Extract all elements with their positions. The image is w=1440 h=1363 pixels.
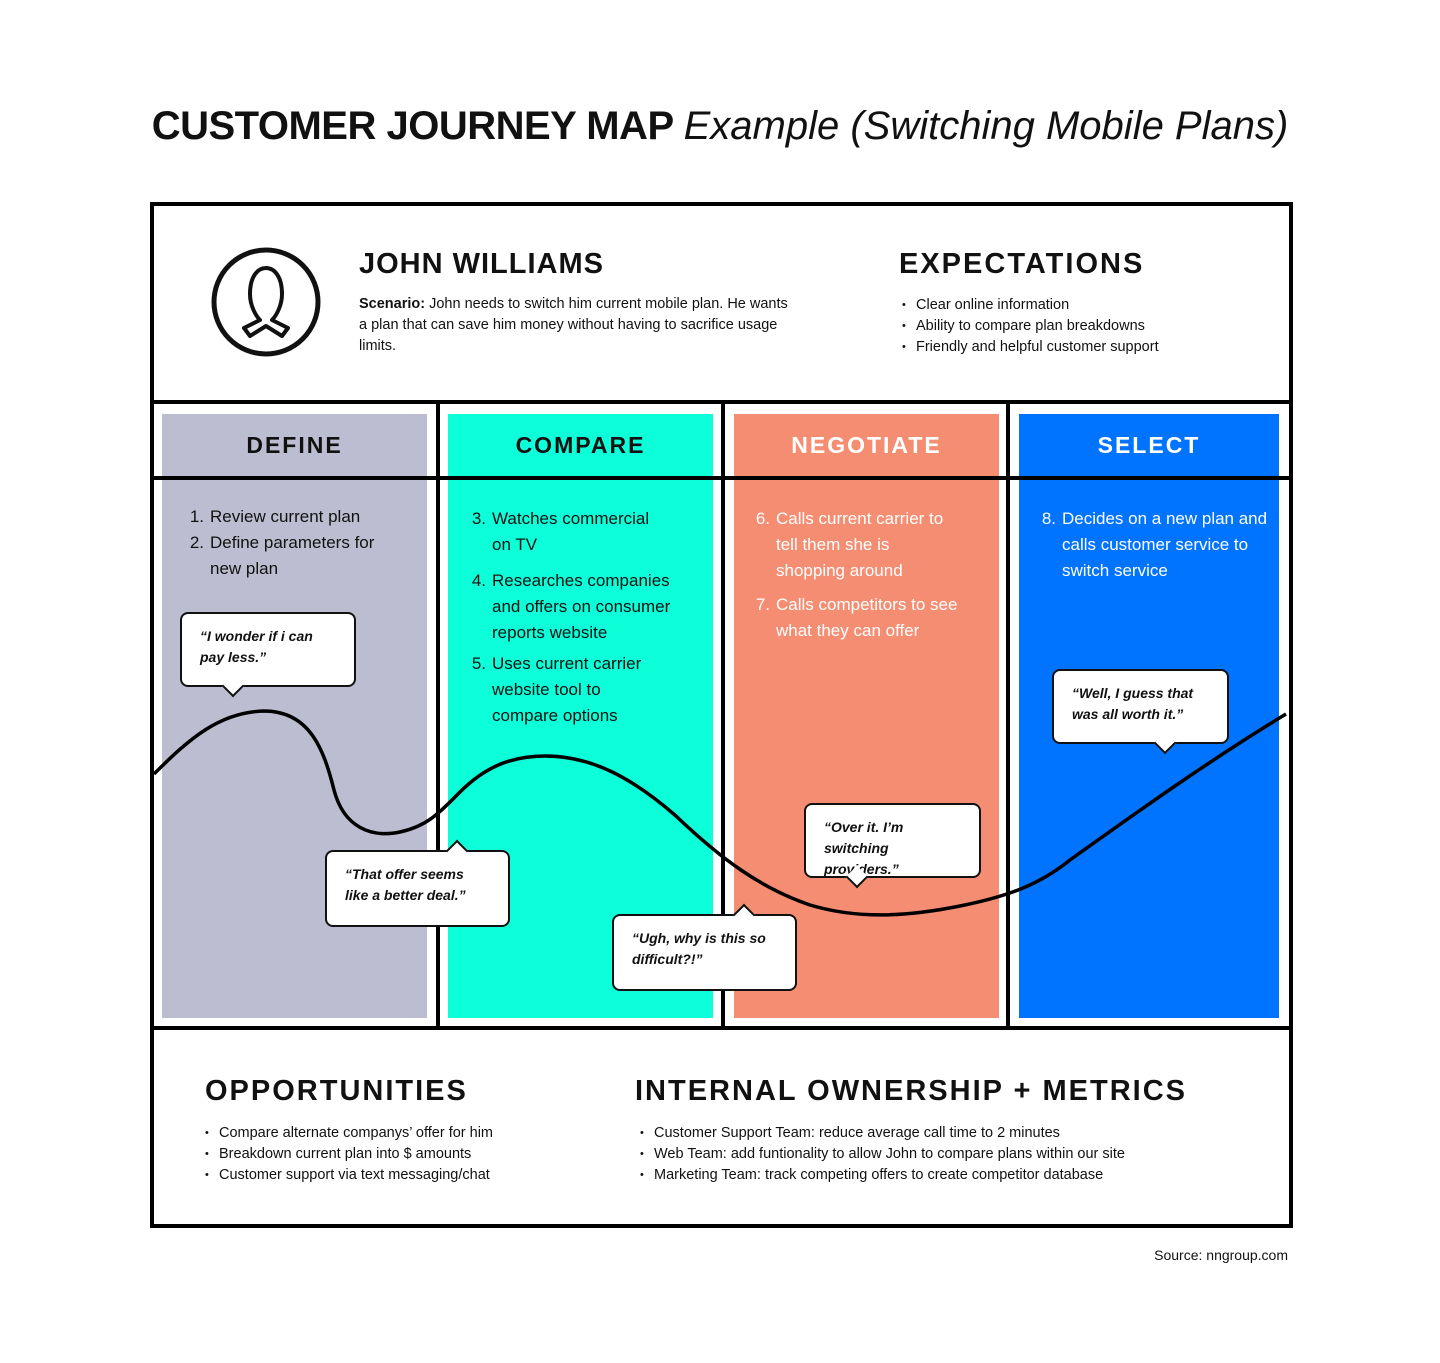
expectations-title: EXPECTATIONS bbox=[899, 248, 1145, 280]
ownership-list: Customer Support Team: reduce average ca… bbox=[640, 1123, 1125, 1186]
step-item: 6.Calls current carrier to tell them she… bbox=[755, 509, 944, 580]
step-item: 5.Uses current carrier website tool to c… bbox=[471, 654, 642, 725]
title-main: CUSTOMER JOURNEY MAP bbox=[151, 104, 674, 148]
ownership-item: Marketing Team: track competing offers t… bbox=[640, 1165, 1125, 1186]
emotion-curve-line bbox=[152, 709, 1287, 917]
ownership-item: Web Team: add funtionality to allow John… bbox=[640, 1144, 1125, 1165]
persona-name: JOHN WILLIAMS bbox=[359, 248, 604, 280]
quote-bubble-3: “Ugh, why is this so difficult?!” bbox=[612, 914, 797, 991]
quote-bubble-1: “I wonder if i can pay less.” bbox=[180, 612, 356, 687]
step-item: 3.Watches commercial on TV bbox=[471, 509, 650, 554]
opportunities-list: Compare alternate companys’ offer for hi… bbox=[205, 1123, 493, 1186]
opportunity-item: Compare alternate companys’ offer for hi… bbox=[205, 1123, 493, 1144]
opportunity-item: Breakdown current plan into $ amounts bbox=[205, 1144, 493, 1165]
ownership-title: INTERNAL OWNERSHIP + METRICS bbox=[635, 1075, 1188, 1107]
phase-negotiate-steps: 6.Calls current carrier to tell them she… bbox=[748, 506, 989, 644]
divider-col-1 bbox=[436, 400, 440, 1030]
title-subtitle: Example (Switching Mobile Plans) bbox=[683, 104, 1289, 148]
phase-negotiate-title: NEGOTIATE bbox=[791, 431, 942, 458]
opportunities-title: OPPORTUNITIES bbox=[205, 1075, 468, 1107]
source-credit: Source: nngroup.com bbox=[1154, 1247, 1288, 1263]
expectation-item: Ability to compare plan breakdowns bbox=[902, 316, 1159, 337]
journey-map-frame bbox=[150, 202, 1293, 1228]
user-avatar-icon bbox=[211, 247, 321, 357]
quote-bubble-5: “Well, I guess that was all worth it.” bbox=[1052, 669, 1229, 744]
phase-define-steps: 1.Review current plan 2.Define parameter… bbox=[182, 504, 427, 582]
persona-scenario: Scenario: John needs to switch him curre… bbox=[359, 296, 788, 354]
step-item: 4.Researches companies and offers on con… bbox=[471, 571, 671, 642]
phase-select-steps: 8.Decides on a new plan and calls custom… bbox=[1034, 506, 1269, 584]
quote-bubble-4: “Over it. I’m switching providers.” bbox=[804, 803, 981, 878]
opportunity-item: Customer support via text messaging/chat bbox=[205, 1165, 493, 1186]
quote-bubble-2: “That offer seems like a better deal.” bbox=[325, 850, 510, 927]
expectations-list: Clear online information Ability to comp… bbox=[902, 295, 1159, 358]
phase-compare-title: COMPARE bbox=[515, 431, 646, 458]
expectation-item: Clear online information bbox=[902, 295, 1159, 316]
step-item: 8.Decides on a new plan and calls custom… bbox=[1041, 509, 1268, 580]
phase-define-title: DEFINE bbox=[246, 431, 343, 458]
divider-col-3 bbox=[1006, 400, 1010, 1030]
step-item: 2.Define parameters for new plan bbox=[189, 533, 375, 578]
divider-col-2 bbox=[721, 400, 725, 1030]
phase-compare-steps: 3.Watches commercial on TV 4.Researches … bbox=[464, 506, 693, 729]
step-item: 7.Calls competitors to see what they can… bbox=[755, 595, 958, 640]
phase-select-title: SELECT bbox=[1097, 431, 1201, 458]
ownership-item: Customer Support Team: reduce average ca… bbox=[640, 1123, 1125, 1144]
step-item: 1.Review current plan bbox=[189, 507, 361, 526]
expectation-item: Friendly and helpful customer support bbox=[902, 337, 1159, 358]
